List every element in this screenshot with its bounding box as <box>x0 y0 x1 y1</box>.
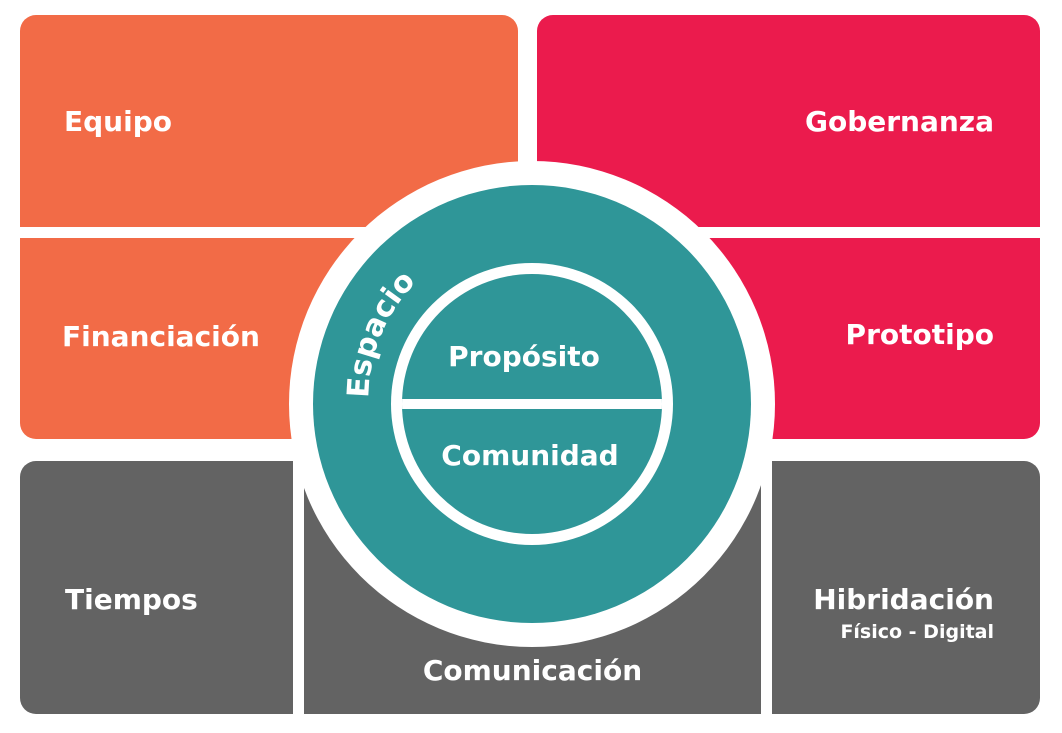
tile-hibridacion: Hibridación Físico - Digital <box>772 461 1040 714</box>
label-comunicacion: Comunicación <box>422 654 643 687</box>
label-financiacion: Financiación <box>62 320 260 353</box>
label-equipo: Equipo <box>64 105 172 138</box>
label-gobernanza: Gobernanza <box>804 105 994 138</box>
label-proposito: Propósito <box>448 340 600 373</box>
tile-equipo: Equipo <box>20 15 518 227</box>
label-tiempos: Tiempos <box>65 583 198 616</box>
label-hibridacion-sub: Físico - Digital <box>840 621 994 643</box>
label-comunidad: Comunidad <box>441 439 618 472</box>
label-hibridacion: Hibridación <box>813 583 994 616</box>
inner-divider <box>402 399 662 409</box>
tile-tiempos: Tiempos <box>20 461 293 714</box>
label-prototipo: Prototipo <box>845 318 994 351</box>
